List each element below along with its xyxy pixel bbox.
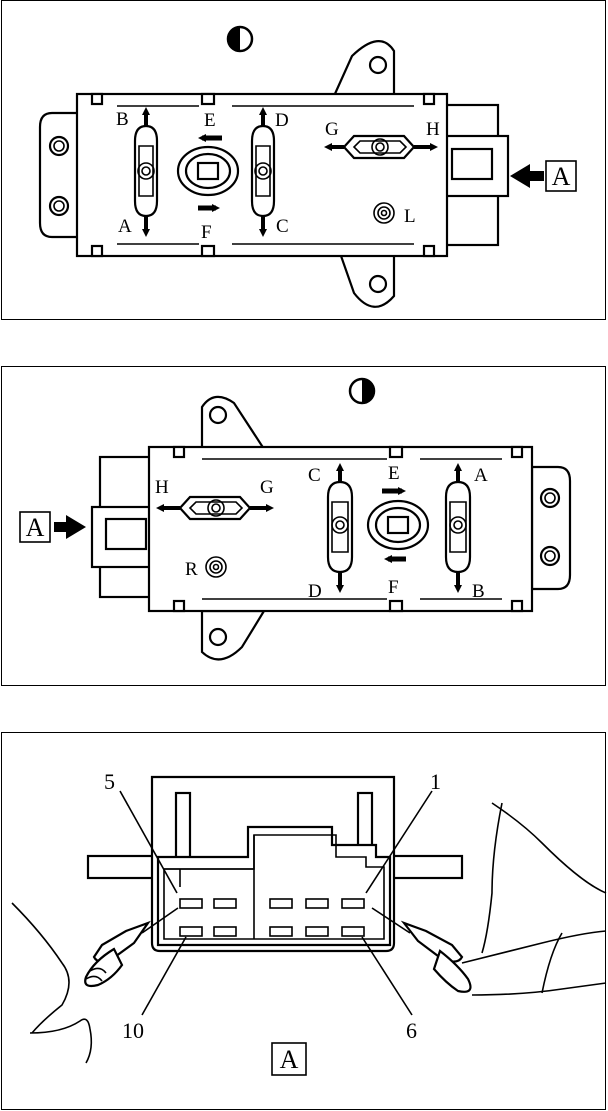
upper-mounting-tab <box>200 395 267 451</box>
indicator-light <box>205 556 227 578</box>
seat-slide-switch[interactable] <box>444 463 472 593</box>
lower-mounting-tab <box>338 251 396 308</box>
seat-recline-switch[interactable] <box>366 487 430 563</box>
upper-mounting-tab <box>332 40 396 98</box>
leader-line-pin-5 <box>119 790 178 894</box>
view-label: A <box>280 1045 299 1074</box>
seat-recline-switch[interactable] <box>176 134 240 212</box>
label-f: F <box>388 577 399 598</box>
view-direction-arrow: A <box>19 511 86 543</box>
view-direction-arrow: A <box>510 160 577 192</box>
half-filled-circle-icon <box>348 377 376 405</box>
connector-housing <box>86 775 464 953</box>
label-e: E <box>388 463 400 484</box>
label-b: B <box>116 109 129 130</box>
top-switch-diagram: A B A E F D C G H L <box>38 25 577 308</box>
leader-line-pin-10 <box>141 936 187 1016</box>
connector-pins <box>179 898 365 937</box>
label-h: H <box>155 477 169 498</box>
middle-switch-panel: A H G R C D E F A B <box>1 366 606 686</box>
lumbar-switch[interactable] <box>324 134 438 160</box>
left-test-probe <box>11 902 179 1064</box>
right-test-probe <box>371 802 607 996</box>
label-a: A <box>474 465 488 486</box>
label-a: A <box>118 216 132 237</box>
view-label: A <box>26 513 45 542</box>
lumbar-switch[interactable] <box>156 495 274 521</box>
top-switch-panel: A B A E F D C G H L <box>1 0 606 320</box>
left-mounting-ear <box>38 111 81 239</box>
connector-pinout-diagram: 5 1 10 6 A <box>11 769 607 1076</box>
view-label: A <box>552 162 571 191</box>
right-mounting-ear <box>530 465 572 591</box>
pin-label-6: 6 <box>406 1018 417 1043</box>
label-c: C <box>308 465 321 486</box>
pin-label-5: 5 <box>104 769 115 794</box>
leader-line-pin-1 <box>365 790 433 894</box>
leader-line-pin-6 <box>361 936 413 1016</box>
lower-mounting-tab <box>200 609 266 661</box>
seat-height-switch[interactable] <box>250 107 276 237</box>
seat-height-switch[interactable] <box>326 463 354 593</box>
label-r: R <box>185 559 198 580</box>
indicator-light <box>373 202 395 224</box>
label-d: D <box>275 110 289 131</box>
view-label-box: A <box>271 1042 307 1076</box>
label-l: L <box>404 206 416 227</box>
label-h: H <box>426 119 440 140</box>
seat-slide-switch[interactable] <box>133 107 159 237</box>
pin-label-1: 1 <box>430 769 441 794</box>
label-f: F <box>201 222 212 243</box>
half-filled-circle-icon <box>226 25 254 53</box>
label-e: E <box>204 110 216 131</box>
label-c: C <box>276 216 289 237</box>
label-g: G <box>260 477 274 498</box>
pin-label-10: 10 <box>122 1018 144 1043</box>
middle-switch-diagram: A H G R C D E F A B <box>19 377 572 661</box>
right-connector <box>444 103 510 247</box>
connector-pinout-panel: 5 1 10 6 A <box>1 732 607 1110</box>
label-b: B <box>472 581 485 602</box>
left-connector <box>90 455 156 599</box>
label-g: G <box>325 119 339 140</box>
label-d: D <box>308 581 322 602</box>
